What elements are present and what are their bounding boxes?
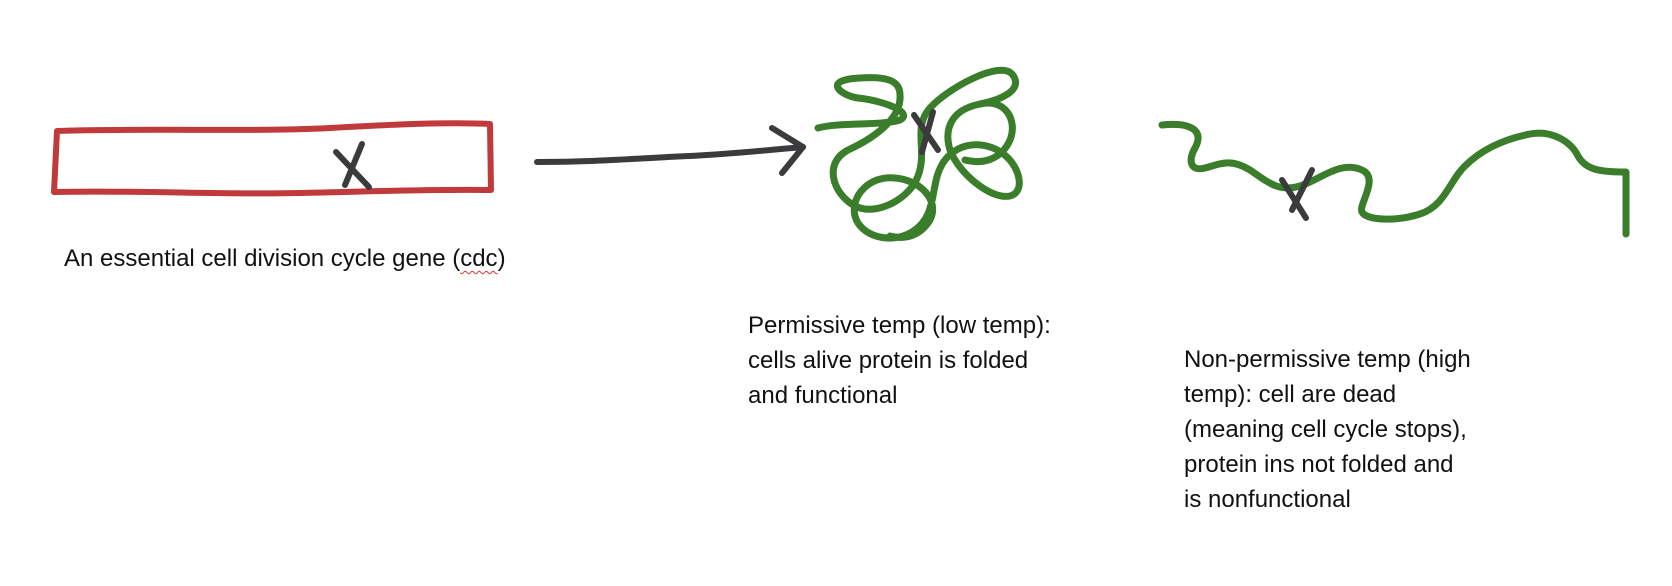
arrow <box>534 125 806 176</box>
gene-label-abbrev: cdc <box>460 245 498 272</box>
folded-protein-mutation-mark <box>911 109 941 155</box>
unfolded-protein <box>1158 120 1630 238</box>
gene-box <box>51 120 494 197</box>
nonpermissive-label: Non-permissive temp (high temp): cell ar… <box>1184 346 1471 513</box>
gene-mutation-mark <box>333 141 372 190</box>
unfolded-protein-mutation-mark <box>1279 167 1315 221</box>
gene-label-prefix: An essential cell division cycle gene ( <box>64 245 461 272</box>
gene-label-suffix: ) <box>497 245 506 272</box>
gene-label: An essential cell division cycle gene (c… <box>64 241 506 276</box>
folded-protein <box>814 66 1023 242</box>
permissive-label: Permissive temp (low temp): cells alive … <box>748 312 1051 409</box>
